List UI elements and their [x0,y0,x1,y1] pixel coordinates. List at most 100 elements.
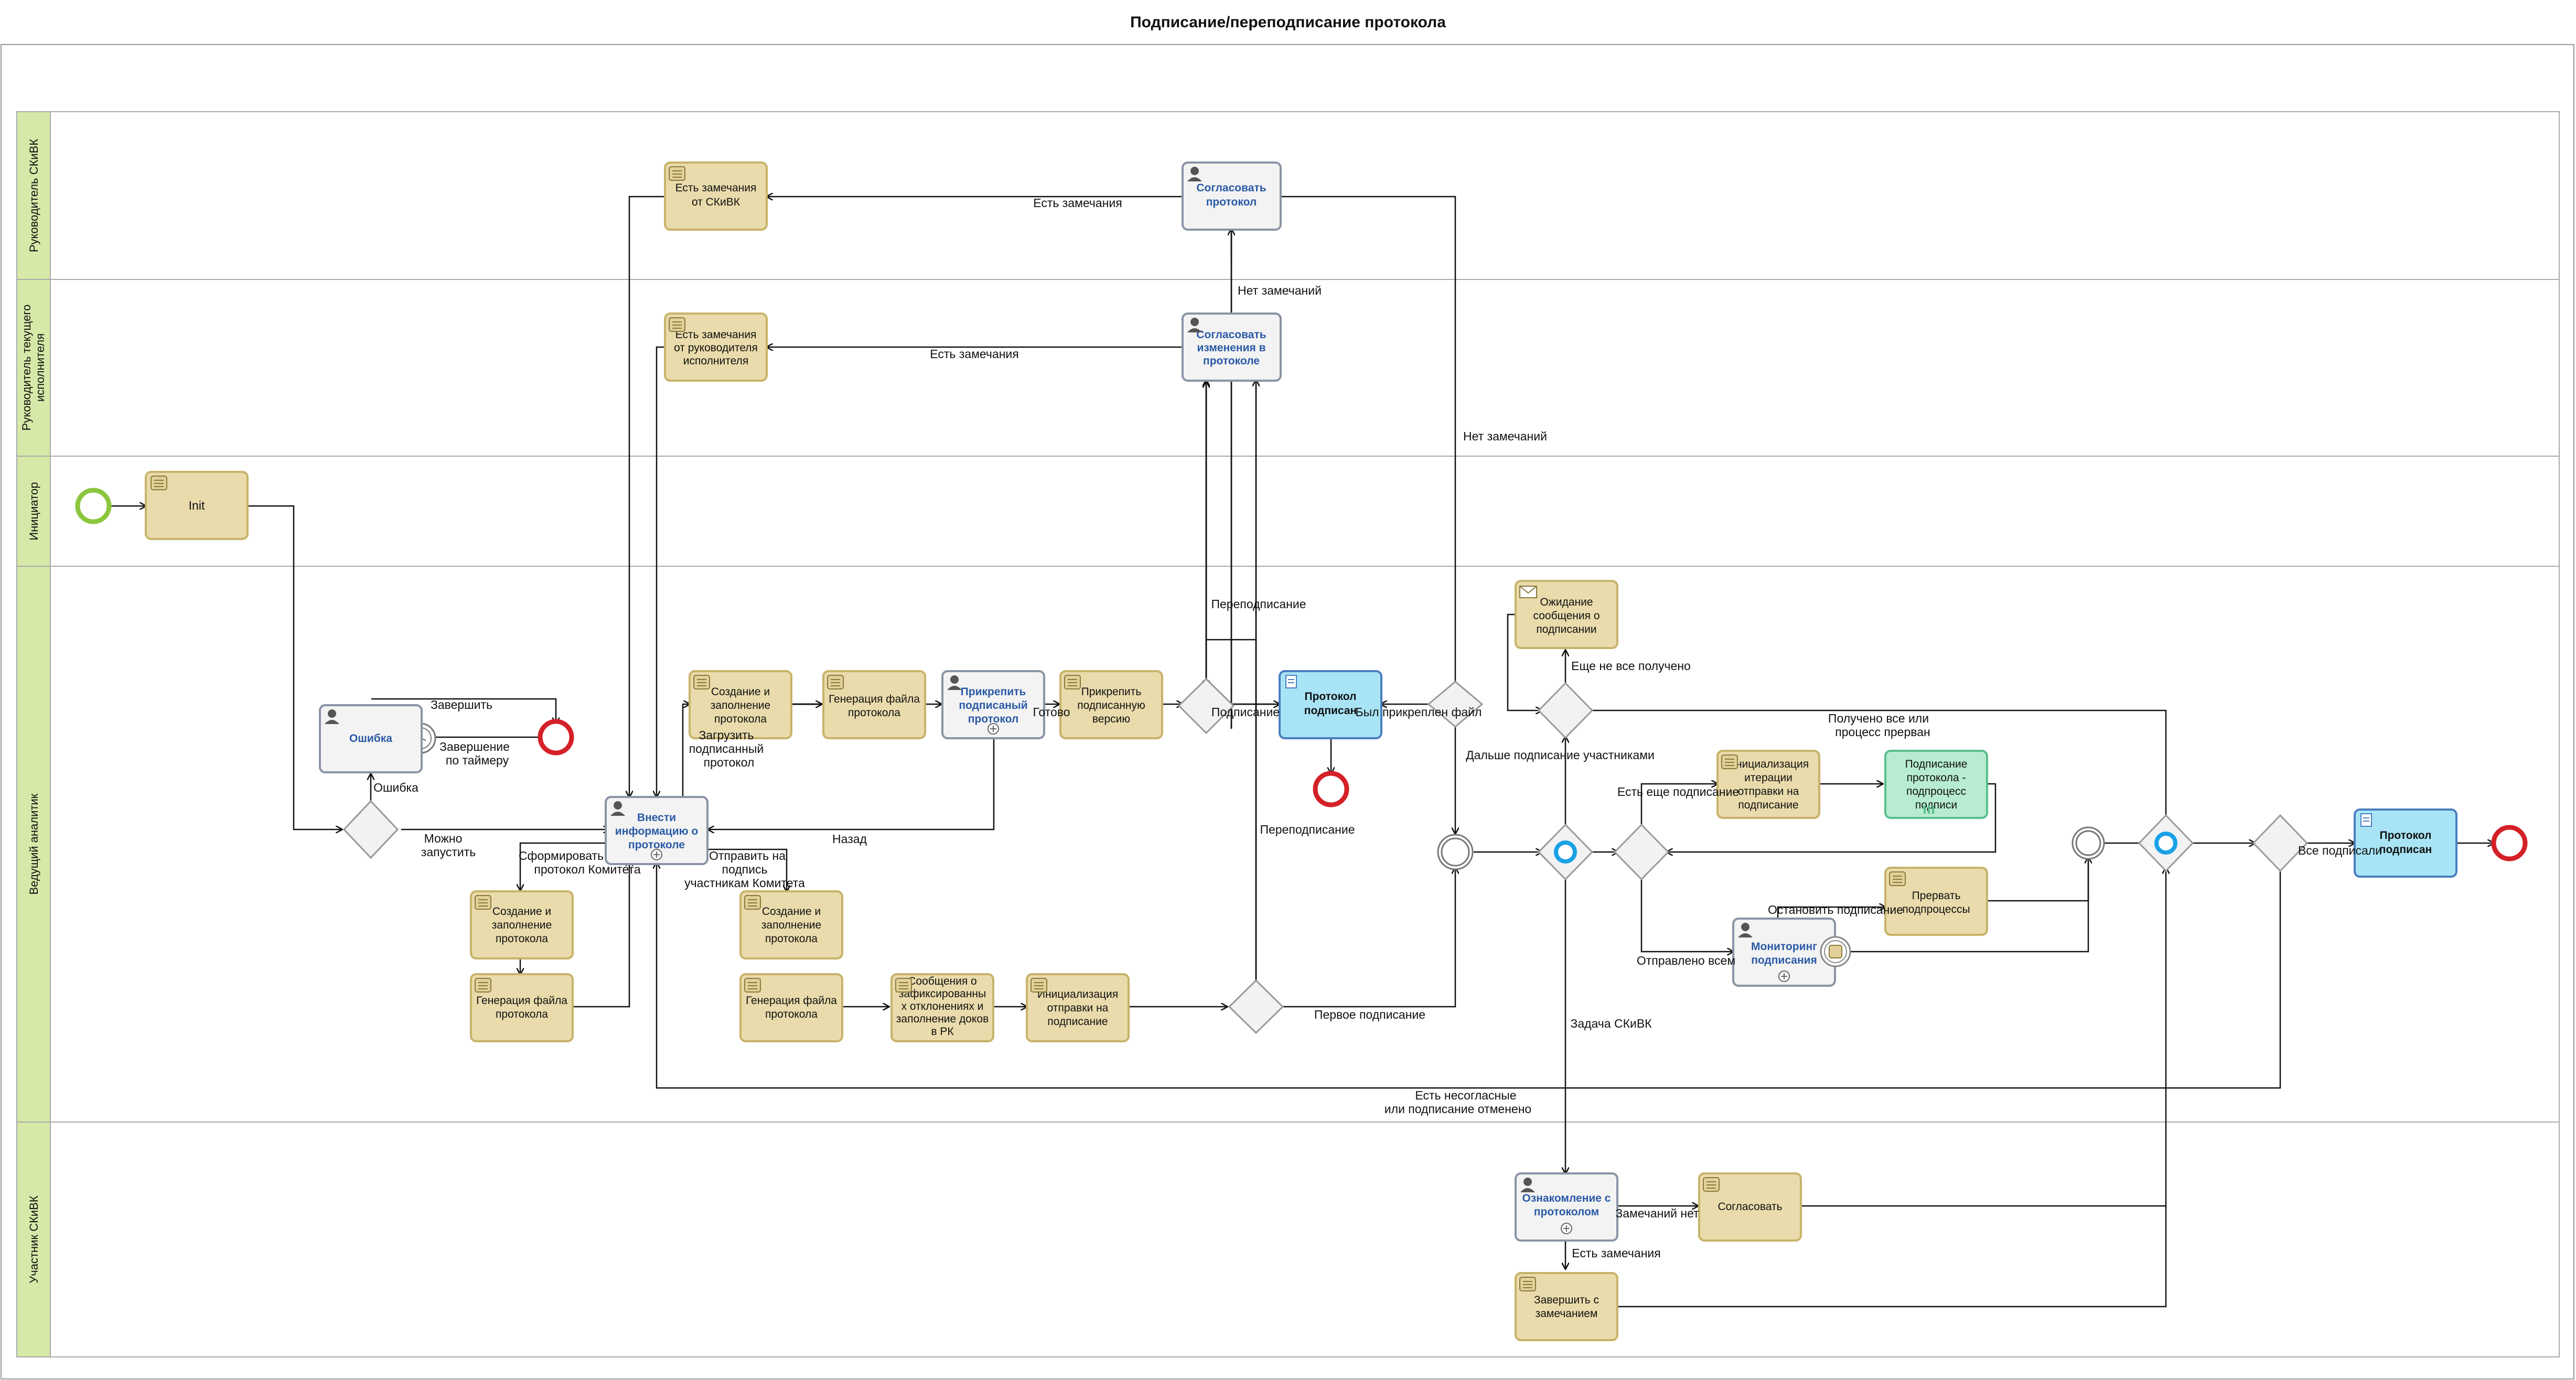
task-protokol-podpisan-2[interactable]: Протокол подписан [2354,808,2457,878]
flow-label: Задача СКиВК [1570,1017,1652,1030]
gateway [342,800,399,859]
task-label: Ошибка [349,732,392,745]
task-soglasovat[interactable]: Согласовать [1698,1172,1802,1242]
flow-label: Загрузить [699,728,754,742]
intermediate-event [2071,826,2105,860]
task-label: протокола [848,707,900,719]
flow-label: подписанный [689,742,764,756]
task-label: подписании [1536,623,1596,635]
task-label: Есть замечания [675,329,757,341]
script-icons [151,166,1906,1291]
task-label: Генерация файла [476,995,567,1007]
task-label: подписание [1047,1016,1108,1028]
lane-label: Руководитель текущегоисполнителя [20,305,47,431]
task-label: протокол [1206,196,1257,208]
task-label: в РК [931,1026,954,1038]
gateway [1427,681,1484,728]
task-label: заполнение [492,919,552,931]
task-est-zamechaniya-skivk[interactable]: Есть замечания от СКиВК [664,161,768,231]
task-vnesti-informatsiyu[interactable]: Внести информацию о протоколе [605,796,709,865]
flow-label: Нет замечаний [1238,284,1322,297]
flow-label: Отправлено всем [1637,954,1735,967]
flow-label: Сформировать [519,849,604,862]
lane-label: Участник СКиВК [27,1195,40,1284]
script-icon [1031,978,1047,993]
flow-label: или подписание отменено [1384,1102,1531,1116]
task-prikrepit-podpisanyi[interactable]: Прикрепить подписаный протокол [941,670,1045,739]
flow-label: участникам Комитета [684,876,805,890]
lane-header-4 [16,566,51,1123]
task-prervat[interactable]: Прервать подпроцессы [1884,867,1988,936]
task-init[interactable]: Init [145,471,249,540]
task-label: Прикрепить [1081,686,1142,698]
flow-label: подпись [722,862,768,876]
flow-label: по таймеру [446,753,509,767]
task-label: протокола [714,713,767,725]
gateway [1537,682,1594,739]
task-generatsiya-3[interactable]: Генерация файла протокола [739,973,843,1042]
user-icon [610,801,625,816]
expand-icon [1561,1223,1572,1234]
script-icon [895,978,912,993]
flow-label: Завершение [439,740,510,753]
user-icon [1187,167,1202,181]
task-label: х отклонениях и [901,1000,984,1012]
task-label: Согласовать [1196,329,1266,341]
task-monitoring[interactable]: Мониторинг подписания [1732,918,1836,987]
task-oshibka[interactable]: Ошибка [319,704,423,773]
task-ozhidanie[interactable]: Ожидание сообщения о подписании [1515,580,1618,649]
task-label: зафиксированны [899,988,986,1000]
flow-label: Замечаний нет [1615,1206,1699,1220]
task-label: Согласовать [1718,1201,1782,1213]
user-icon [325,709,339,724]
task-label: подписан [1304,705,1357,717]
script-icon [475,895,491,910]
task-zavershit-zamechaniem[interactable]: Завершить с замечанием [1515,1272,1618,1341]
task-generatsiya-1[interactable]: Генерация файла протокола [822,670,926,739]
task-label: замечанием [1536,1308,1598,1320]
task-oznakomlenie[interactable]: Ознакомление с протоколом [1515,1172,1618,1242]
task-label: подпроцесс [1906,785,1966,797]
task-label: Создание и [762,905,821,918]
flow-label: Получено все или [1828,711,1929,725]
task-init-iteratsii[interactable]: Инициализация итерации отправки на подпи… [1716,750,1820,819]
task-label: Создание и [492,905,551,918]
task-init-otpravki[interactable]: Инициализация отправки на подписание [1026,973,1130,1042]
user-icon [1520,1178,1535,1192]
task-label: протокола [496,1008,548,1020]
task-label: подписанную [1077,699,1145,711]
script-icon [669,317,685,332]
flow-label: протокол [704,756,755,769]
task-est-zamechaniya-ruk[interactable]: Есть замечания от руководителя исполните… [664,312,768,382]
flow-label: Есть несогласные [1415,1088,1516,1102]
task-generatsiya-2[interactable]: Генерация файла протокола [470,973,574,1042]
task-soobshcheniya[interactable]: Сообщения о зафиксированны х отклонениях… [890,973,994,1042]
task-label: Есть замечания [675,182,757,194]
task-sozdanie-1[interactable]: Создание и заполнение протокола [689,670,792,739]
task-protokol-podpisan-1[interactable]: Протокол подписан [1279,670,1382,739]
gateway-event [2138,814,2194,872]
end-event [2491,825,2528,861]
script-icon [1721,754,1738,769]
task-label: Генерация файла [829,693,920,705]
flow-label: Первое подписание [1314,1008,1425,1021]
expand-icon [651,849,662,860]
task-prikrepit-versiyu[interactable]: Прикрепить подписанную версию [1059,670,1163,739]
task-soglasovat-protokol[interactable]: Согласовать протокол [1182,161,1282,231]
script-icon [744,978,761,993]
script-icon [669,166,685,181]
task-podpisanie-podprotsess[interactable]: Подписание протокола - подпроцесс подпис… [1884,750,1988,819]
flow-label: Ошибка [373,781,418,794]
intermediate-event [1437,834,1474,870]
start-event [75,488,112,524]
task-label: заполнение [761,919,821,931]
task-label: Init [189,499,205,512]
flow-label: протокол Комитета [534,862,640,876]
subprocess-markers [651,723,1790,1234]
flow-label: Можно [424,832,463,845]
task-soglasovat-izmeneniya[interactable]: Согласовать изменения в протоколе [1182,312,1282,382]
task-label: заполнение [711,699,770,711]
task-sozdanie-3[interactable]: Создание и заполнение протокола [739,890,843,959]
task-sozdanie-2[interactable]: Создание и заполнение протокола [470,890,574,959]
